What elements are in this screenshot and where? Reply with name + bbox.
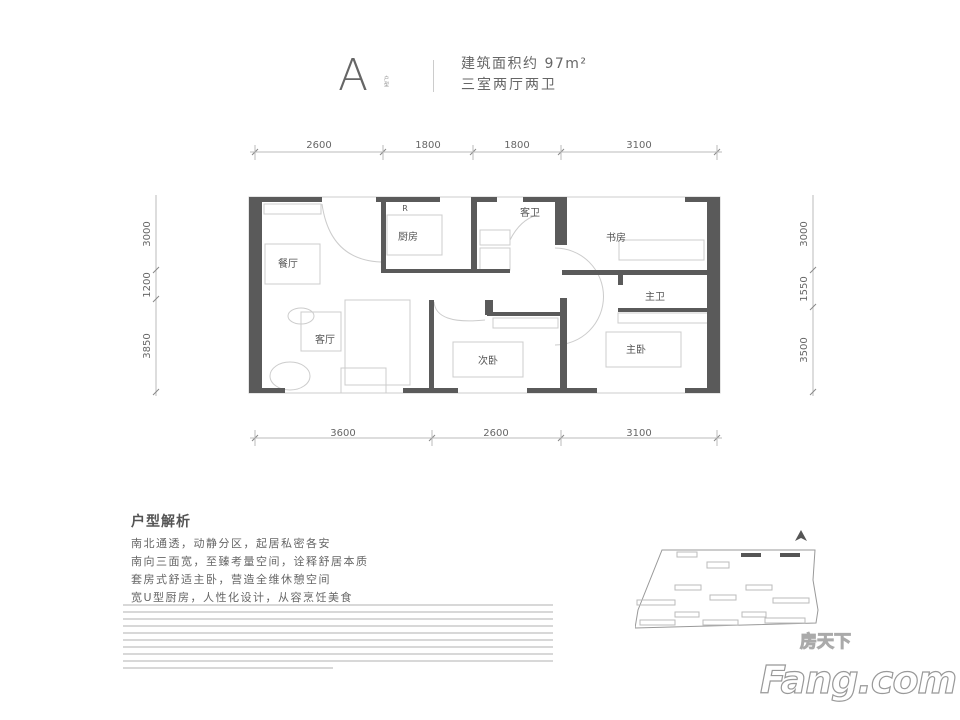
room-living: 客厅 xyxy=(315,333,335,346)
unit-type-label: 户型 xyxy=(384,76,390,88)
dimension-lines xyxy=(152,145,817,446)
unit-type-letter: A xyxy=(338,50,369,101)
watermark-cn: 房天下 xyxy=(800,632,852,653)
feature-line: 南向三面宽，至臻考量空间，诠释舒居本质 xyxy=(131,555,369,568)
dim-bottom-2: 2600 xyxy=(483,428,508,439)
dim-right-1: 3000 xyxy=(799,221,810,246)
room-master-bath: 主卫 xyxy=(645,291,665,303)
watermark-en: Fang.com xyxy=(759,657,957,702)
room-study: 书房 xyxy=(606,231,626,244)
room-second-bedroom: 次卧 xyxy=(478,354,498,367)
dim-right-3: 3500 xyxy=(799,337,810,362)
feature-line: 套房式舒适主卧，营造全维休憩空间 xyxy=(131,573,331,586)
building-area: 建筑面积约 97m² xyxy=(461,56,588,72)
feature-line: 宽U型厨房，人性化设计，从容烹饪美食 xyxy=(131,591,354,604)
floor-plan: 2600 1800 1800 3100 3600 2600 3100 3000 … xyxy=(142,140,817,446)
room-guest-bath: 客卫 xyxy=(520,206,540,219)
north-arrow-icon xyxy=(795,530,807,541)
dim-right-2: 1550 xyxy=(799,276,810,301)
dim-left-2: 1200 xyxy=(142,272,153,297)
dim-top-2: 1800 xyxy=(415,140,440,151)
room-layout: 三室两厅两卫 xyxy=(461,77,557,93)
site-plan xyxy=(635,530,819,629)
dim-top-1: 2600 xyxy=(306,140,331,151)
dim-bottom-1: 3600 xyxy=(330,428,355,439)
fridge-label: R xyxy=(402,204,408,213)
window-lines xyxy=(248,196,721,394)
dim-top-4: 3100 xyxy=(626,140,651,151)
dim-bottom-3: 3100 xyxy=(626,428,651,439)
walls xyxy=(249,197,720,393)
dim-left-1: 3000 xyxy=(142,221,153,246)
dim-left-3: 3850 xyxy=(142,333,153,358)
room-master-bedroom: 主卧 xyxy=(626,343,646,356)
room-kitchen: 厨房 xyxy=(398,230,418,243)
title-divider xyxy=(433,60,434,92)
analysis-title: 户型解析 xyxy=(131,514,191,530)
disclaimer-text xyxy=(123,604,553,674)
fang-watermark-logo: 房天下 Fang.com xyxy=(759,632,957,716)
room-dining: 餐厅 xyxy=(278,257,298,270)
dim-top-3: 1800 xyxy=(504,140,529,151)
feature-line: 南北通透，动静分区，起居私密各安 xyxy=(131,537,331,550)
